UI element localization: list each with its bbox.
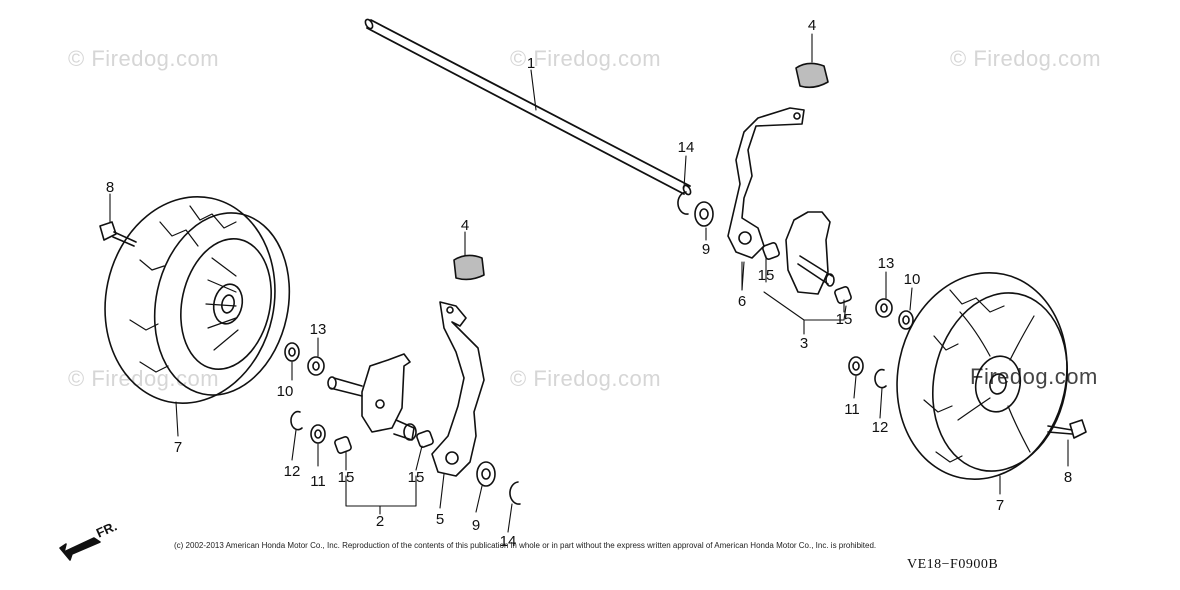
bushing-15-a xyxy=(334,436,352,454)
callout-4-upper: 4 xyxy=(808,17,816,34)
callout-3: 3 xyxy=(800,335,808,352)
callout-13-right: 13 xyxy=(878,255,895,272)
pivot-bracket-left xyxy=(327,353,417,441)
washer-11-left xyxy=(310,424,326,444)
clip-12-left xyxy=(290,410,303,431)
pivot-bracket-right xyxy=(785,211,835,295)
watermark-top-right: © Firedog.com xyxy=(950,46,1102,71)
callout-11-left: 11 xyxy=(310,473,326,490)
wheel-right xyxy=(896,271,1069,481)
callout-4-lower: 4 xyxy=(461,217,469,234)
callout-8-right: 8 xyxy=(1064,469,1072,486)
grip-pad-upper xyxy=(795,62,829,89)
leader-lines xyxy=(109,33,1069,533)
figure-code: VE18−F0900B xyxy=(907,557,999,572)
callout-12-right: 12 xyxy=(872,419,889,436)
callout-9-lower: 9 xyxy=(472,517,480,534)
callout-14-lower: 14 xyxy=(500,533,517,550)
wheel-left xyxy=(104,195,291,405)
callout-1: 1 xyxy=(527,55,535,72)
height-lever-left xyxy=(431,301,485,477)
callout-6: 6 xyxy=(738,293,746,310)
bushing-15-d xyxy=(834,286,852,304)
callout-15-c: 15 xyxy=(758,267,775,284)
callout-9-upper: 9 xyxy=(702,241,710,258)
clip-12-right xyxy=(874,368,887,389)
clip-14-upper xyxy=(677,191,689,215)
axle-shaft xyxy=(364,18,692,196)
callout-15-a: 15 xyxy=(338,469,355,486)
clip-14-lower xyxy=(509,481,521,505)
collar-13-left xyxy=(307,356,325,376)
height-lever-right xyxy=(727,107,805,259)
callout-11-right: 11 xyxy=(844,401,860,418)
callout-15-b: 15 xyxy=(408,469,425,486)
washer-10-right xyxy=(898,310,914,330)
washer-10-left xyxy=(284,342,300,362)
collar-13-right xyxy=(875,298,893,318)
callout-14-upper: 14 xyxy=(678,139,695,156)
washer-9-lower xyxy=(476,461,496,487)
callout-7-left: 7 xyxy=(174,439,182,456)
front-direction-arrow xyxy=(59,537,101,561)
bolt-8-left xyxy=(99,221,137,247)
bushing-15-b xyxy=(416,430,434,448)
callout-12-left: 12 xyxy=(284,463,301,480)
watermark-mid-right: Firedog.com xyxy=(970,364,1098,389)
callout-2: 2 xyxy=(376,513,384,530)
copyright-notice: (c) 2002-2013 American Honda Motor Co., … xyxy=(174,541,877,550)
watermark-mid-center: © Firedog.com xyxy=(510,366,662,391)
washer-9-upper xyxy=(694,201,714,227)
watermark-top-center: © Firedog.com xyxy=(510,46,662,71)
washer-11-right xyxy=(848,356,864,376)
watermark-mid-left: © Firedog.com xyxy=(68,366,220,391)
callout-15-d: 15 xyxy=(836,311,853,328)
callout-7-right: 7 xyxy=(996,497,1004,514)
grip-pad-lower xyxy=(453,254,485,281)
bushing-15-c xyxy=(762,242,780,260)
callout-8-left: 8 xyxy=(106,179,114,196)
watermark-top-left: © Firedog.com xyxy=(68,46,220,71)
callout-10-left: 10 xyxy=(277,383,294,400)
callout-10-right: 10 xyxy=(904,271,921,288)
callout-5: 5 xyxy=(436,511,444,528)
callout-labels: 1 2 3 4 4 5 6 7 7 8 8 9 9 10 10 11 11 12… xyxy=(106,17,1072,550)
callout-13-left: 13 xyxy=(310,321,327,338)
